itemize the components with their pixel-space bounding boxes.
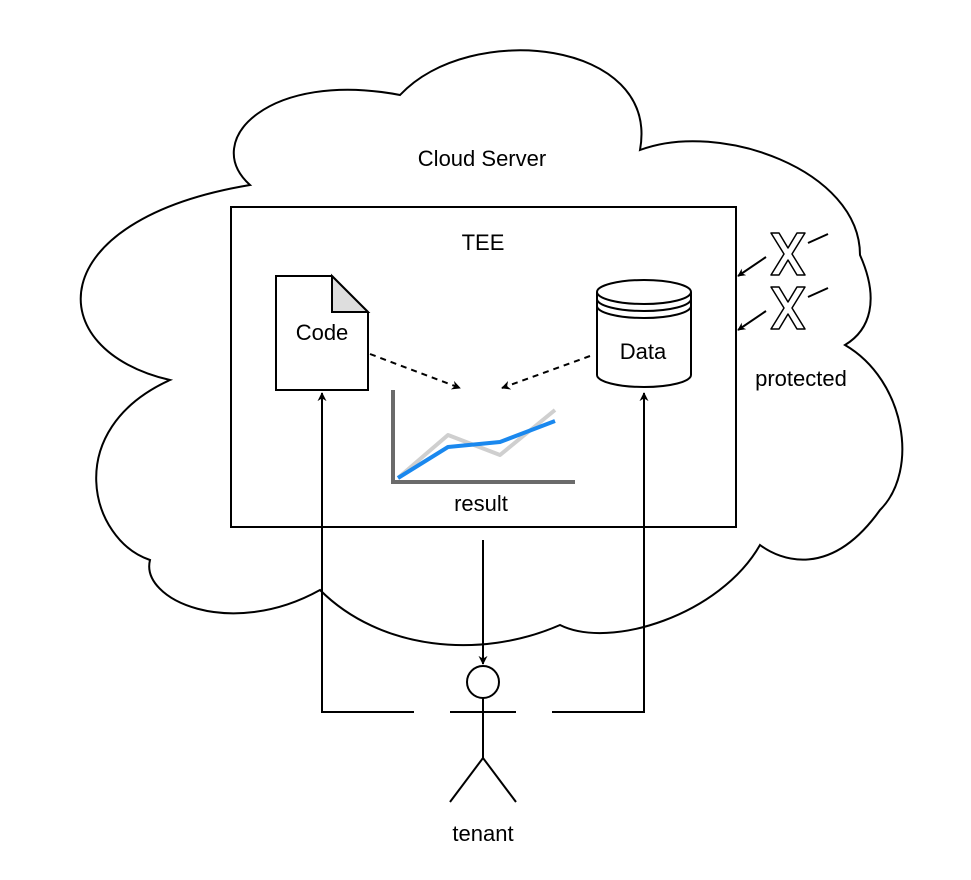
tenant-label: tenant [452,821,513,846]
blocked-attack-icon [737,232,829,277]
data-store-icon [596,279,692,388]
code-document-icon [275,273,371,391]
cloud-shape [79,49,904,647]
data-to-result-arrow [501,355,591,390]
result-chart-icon [391,390,575,484]
tenant-to-data-connector [552,392,649,713]
blocked-attack-icon [737,286,829,331]
result-label: result [454,491,508,516]
tee-label: TEE [462,230,505,255]
protected-label: protected [755,366,847,391]
tenant-figure-icon [449,665,517,803]
cloud-server-label: Cloud Server [418,146,546,171]
code-label: Code [296,320,349,345]
data-label: Data [620,339,667,364]
tenant-to-code-connector [317,392,414,713]
code-to-result-arrow [369,353,461,390]
